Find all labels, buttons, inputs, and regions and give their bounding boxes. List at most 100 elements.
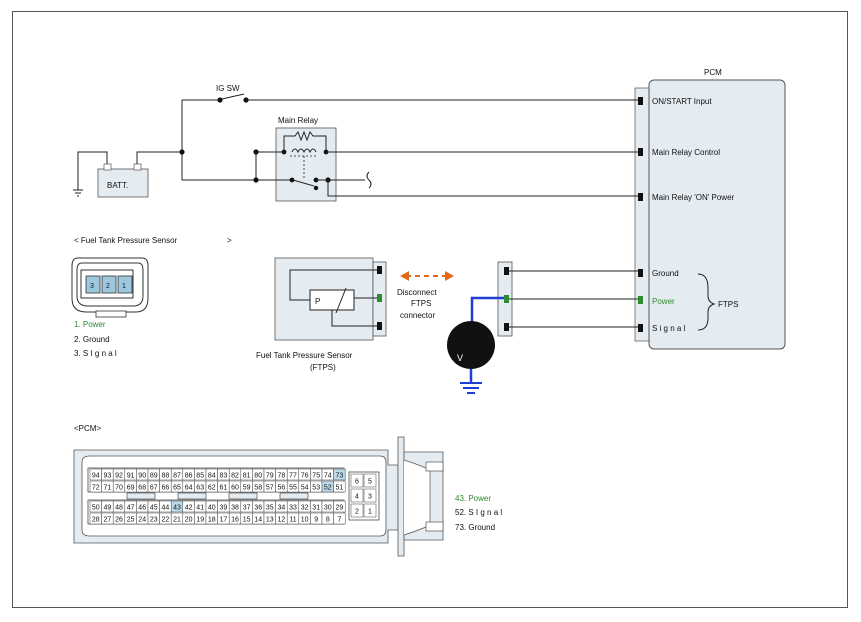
pcm-small-pin-number: 3 (368, 494, 372, 501)
ig-sw-label: IG SW (216, 84, 240, 93)
pcm-pin-number: 67 (150, 484, 158, 491)
pcm-small-pin-number: 1 (368, 509, 372, 516)
pcm-pin-number: 52 (324, 484, 332, 491)
pcm-pin-number: 38 (231, 504, 239, 511)
pcm-pin-number: 53 (312, 484, 320, 491)
pcm-pin-number: 10 (301, 516, 309, 523)
pcm-pin-power: Power (652, 297, 675, 306)
pcm-pin-number: 29 (336, 504, 344, 511)
pcm-pin-number: 9 (314, 516, 318, 523)
pcm-pin-number: 17 (220, 516, 228, 523)
pcm-legend-ground: 73. Ground (455, 523, 495, 532)
pcm-pin-number: 50 (92, 504, 100, 511)
pcm-pin-main-relay-on-power: Main Relay 'ON' Power (652, 193, 735, 202)
pcm-pin-number: 25 (127, 516, 135, 523)
sensor-view-title: < Fuel Tank Pressure Sensor (74, 236, 178, 245)
pcm-pin-number: 8 (326, 516, 330, 523)
pcm-pin-number: 83 (220, 472, 228, 479)
pcm-pin-number: 42 (185, 504, 193, 511)
pcm-pin-number: 33 (289, 504, 297, 511)
pcm-pin-number: 74 (324, 472, 332, 479)
pcm-pin-cell (333, 468, 346, 481)
pcm-pin-number: 16 (231, 516, 239, 523)
pressure-element-label: P (315, 297, 320, 306)
pcm-pin-number: 84 (208, 472, 216, 479)
pcm-pin-number: 27 (104, 516, 112, 523)
pcm-pin-number: 34 (278, 504, 286, 511)
pcm-small-pin-cell (363, 488, 377, 503)
pcm-pin-cell (333, 500, 346, 513)
pcm-pin-number: 49 (104, 504, 112, 511)
pcm-pin-number: 35 (266, 504, 274, 511)
power-supply-wiring: BATT. IG SW Main Relay (73, 84, 638, 202)
ground-icon (460, 382, 482, 394)
pcm-pin-number: 60 (231, 484, 239, 491)
pcm-pin-number: 37 (243, 504, 251, 511)
disconnect-indicator: Disconnect FTPS connector (397, 271, 454, 320)
pcm-pin-number: 59 (243, 484, 251, 491)
pcm-pin-number: 94 (92, 472, 100, 479)
main-relay-label: Main Relay (278, 116, 318, 125)
pcm-module: PCM ON/START Input Main Relay Control Ma… (634, 68, 786, 350)
pcm-pin-number: 46 (138, 504, 146, 511)
pcm-pin-number: 11 (289, 516, 296, 523)
sensor-legend-signal: 3. S I g n a l (74, 349, 117, 358)
pcm-pin-number: 64 (185, 484, 193, 491)
pcm-pin-number: 22 (162, 516, 170, 523)
pcm-pin-number: 91 (127, 472, 135, 479)
pcm-legend-signal: 52. S I g n a l (455, 508, 502, 517)
pcm-pin-number: 89 (150, 472, 158, 479)
pcm-pin-number: 45 (150, 504, 158, 511)
pcm-pin-number: 93 (104, 472, 112, 479)
pcm-pin-number: 82 (231, 472, 239, 479)
pcm-pin-number: 92 (115, 472, 123, 479)
pcm-pin-number: 68 (138, 484, 146, 491)
pcm-small-pin-cell (350, 488, 364, 503)
pcm-small-pin-number: 5 (368, 479, 372, 486)
disconnect-text-3: connector (400, 311, 435, 320)
sensor-caption: Fuel Tank Pressure Sensor (256, 351, 353, 360)
pcm-pin-number: 78 (278, 472, 286, 479)
pcm-pin-number: 21 (173, 516, 181, 523)
harness-connector (497, 261, 638, 337)
pcm-pin-number: 77 (289, 472, 297, 479)
pcm-pin-ground: Ground (652, 269, 679, 278)
pcm-pin-number: 13 (266, 516, 274, 523)
pcm-pin-number: 63 (196, 484, 204, 491)
pcm-pin-number: 86 (185, 472, 193, 479)
pcm-pin-number: 87 (173, 472, 181, 479)
pcm-small-pin-cell (350, 473, 364, 488)
pcm-pin-number: 58 (254, 484, 262, 491)
pcm-pin-number: 44 (162, 504, 170, 511)
pcm-pin-main-relay-control: Main Relay Control (652, 148, 720, 157)
pcm-pin-number: 69 (127, 484, 135, 491)
pcm-pin-number: 55 (289, 484, 297, 491)
pcm-pin-number: 26 (115, 516, 123, 523)
pcm-pin-cell (333, 480, 346, 493)
ftps-sensor: P Fuel Tank Pressure Sensor (FTPS) (256, 257, 387, 372)
pcm-pin-signal: S i g n a l (652, 324, 686, 333)
pcm-pin-number: 73 (336, 472, 344, 479)
pcm-pin-number: 31 (312, 504, 320, 511)
sensor-pin-2: 2 (106, 283, 110, 290)
sensor-pin-1: 1 (122, 283, 126, 290)
sensor-pin-3: 3 (90, 283, 94, 290)
pcm-pin-number: 43 (173, 504, 181, 511)
pcm-pin-number: 85 (196, 472, 204, 479)
pcm-pin-number: 18 (208, 516, 216, 523)
sensor-connector-view: < Fuel Tank Pressure Sensor > 3 2 1 1. P… (71, 236, 232, 358)
pcm-pin-number: 39 (220, 504, 228, 511)
sensor-view-close: > (227, 236, 232, 245)
pcm-pin-number: 14 (254, 516, 262, 523)
battery-label: BATT. (107, 181, 128, 190)
pcm-pin-number: 51 (336, 484, 344, 491)
pcm-pin-number: 48 (115, 504, 123, 511)
pcm-small-pin-number: 2 (355, 509, 359, 516)
pcm-pin-number: 81 (243, 472, 251, 479)
pcm-pin-number: 61 (220, 484, 228, 491)
pcm-pin-number: 65 (173, 484, 181, 491)
